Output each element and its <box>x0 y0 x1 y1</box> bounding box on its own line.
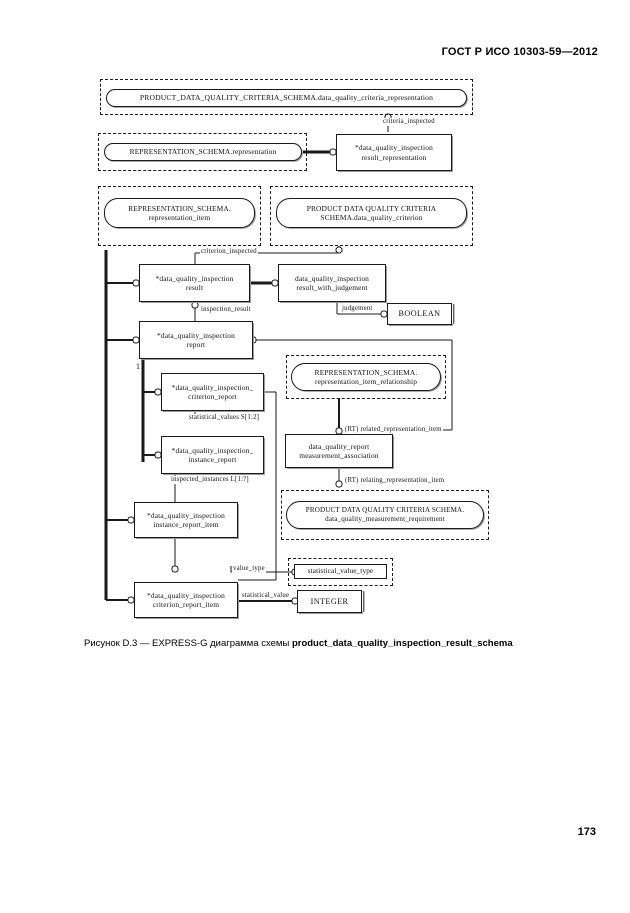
entity-label-line2: measurement_association <box>299 451 379 460</box>
pageref-frame-criteria-representation <box>100 79 473 115</box>
edge-label-criteria-inspected: criteria_inspected <box>382 118 436 126</box>
edge-label-related-representation-item: (RT) related_representation_item <box>344 426 443 434</box>
entity-label-line2: instance_report <box>188 455 237 464</box>
entity-label-line2: instance_report_item <box>153 520 219 529</box>
edge-label-relating-representation-item: (RT) relating_representation_item <box>344 477 446 485</box>
express-g-diagram: PRODUCT_DATA_QUALITY_CRITERIA_SCHEMA.dat… <box>98 79 489 618</box>
edge-label-inspected-instances: inspected_instances L[1:?] <box>170 476 250 484</box>
pageref-label-line1: PRODUCT DATA QUALITY CRITERIA <box>306 203 437 213</box>
pageref-representation-item-relationship: REPRESENTATION_SCHEMA. representation_it… <box>291 363 441 391</box>
entity-label-line2: criterion_report_item <box>152 600 220 609</box>
entity-dq-inspection-criterion-report: *data_quality_inspection_ criterion_repo… <box>161 373 264 411</box>
pageref-representation-schema-representation-item: REPRESENTATION_SCHEMA. representation_it… <box>104 198 255 228</box>
defined-type-statistical-value-type: statistical_value_type <box>294 564 387 579</box>
entity-dq-inspection-result-with-judgement: data_quality_inspection result_with_judg… <box>278 264 386 302</box>
entity-label-line1: *data_quality_inspection_ <box>171 382 254 392</box>
entity-label-line2: result <box>185 283 204 292</box>
entity-label-line1: data_quality_inspection <box>294 273 370 283</box>
pageref-label-line1: REPRESENTATION_SCHEMA. <box>314 367 418 377</box>
pageref-label-line2: representation_item_relationship <box>314 377 418 386</box>
edge-label-inspection-result: inspection_result <box>200 306 252 314</box>
entity-label-line1: *data_quality_inspection <box>155 273 234 283</box>
entity-dq-inspection-instance-report: *data_quality_inspection_ instance_repor… <box>161 436 264 474</box>
entity-dq-inspection-instance-report-item: *data_quality_inspection instance_report… <box>134 502 238 538</box>
pageref-pdqc-data-quality-criterion: PRODUCT DATA QUALITY CRITERIA SCHEMA.dat… <box>276 198 467 228</box>
entity-label-line2: result_with_judgement <box>296 283 368 292</box>
pageref-frame-representation-item-relationship <box>286 355 446 399</box>
pageref-label-line2: SCHEMA.data_quality_criterion <box>320 213 423 222</box>
edge-label-criterion-inspected: criterion_inspected <box>200 248 258 256</box>
entity-label-line2: report <box>186 340 206 349</box>
subtype-branch-number: 1 <box>136 362 140 371</box>
entity-dq-inspection-report: *data_quality_inspection report <box>139 321 253 359</box>
entity-label-line1: *data_quality_inspection <box>355 143 433 153</box>
simple-type-integer: INTEGER <box>297 590 362 613</box>
entity-dq-inspection-result-representation: *data_quality_inspection result_represen… <box>336 134 452 171</box>
simple-type-boolean: BOOLEAN <box>387 303 452 325</box>
edge-label-statistical-value: statistical_value <box>241 592 291 600</box>
pageref-label-line1: REPRESENTATION_SCHEMA. <box>128 203 231 213</box>
edge-label-judgement: judgement <box>341 305 374 313</box>
entity-dq-report-measurement-association: data_quality_report measurement_associat… <box>285 434 393 468</box>
pageref-label-line2: data_quality_measurement_requirement <box>325 515 445 523</box>
edge-label-statistical-values: statistical_values S[1:2] <box>188 414 261 422</box>
edge-label-value-type: value_type <box>232 565 266 573</box>
entity-label-line1: *data_quality_inspection_ <box>171 445 254 455</box>
pageref-frame-representation-item <box>98 186 261 246</box>
entity-label-line1: *data_quality_inspection <box>147 510 225 520</box>
pageref-frame-data-quality-criterion <box>270 186 473 246</box>
entity-dq-inspection-criterion-report-item: *data_quality_inspection criterion_repor… <box>134 582 238 618</box>
figure-caption-prefix: Рисунок D.3 — EXPRESS-G диаграмма схемы <box>84 638 292 649</box>
entity-label-line2: criterion_report <box>188 392 237 401</box>
pageref-pdqc-measurement-requirement: PRODUCT DATA QUALITY CRITERIA SCHEMA. da… <box>286 501 484 529</box>
pageref-pdqc-criteria-representation: PRODUCT_DATA_QUALITY_CRITERIA_SCHEMA.dat… <box>106 89 467 107</box>
figure-caption: Рисунок D.3 — EXPRESS-G диаграмма схемы … <box>84 637 554 650</box>
entity-label-line2: result_representation <box>361 152 427 162</box>
entity-label-line1: *data_quality_inspection <box>157 330 235 340</box>
defined-type-frame-statistical-value-type <box>288 558 393 586</box>
page-number: 173 <box>577 826 596 838</box>
figure-caption-schema: product_data_quality_inspection_result_s… <box>291 638 513 649</box>
entity-dq-inspection-result: *data_quality_inspection result <box>139 264 250 302</box>
pageref-label-line1: PRODUCT DATA QUALITY CRITERIA SCHEMA. <box>305 505 465 514</box>
pageref-frame-measurement-requirement <box>281 490 489 540</box>
pageref-frame-representation <box>98 133 307 171</box>
pageref-representation-schema-representation: REPRESENTATION_SCHEMA.representation <box>104 143 302 161</box>
document-standard-header: ГОСТ Р ИСО 10303-59—2012 <box>441 46 598 58</box>
entity-label-line1: *data_quality_inspection <box>147 590 225 600</box>
pageref-label-line2: representation_item <box>148 213 211 222</box>
entity-label-line1: data_quality_report <box>308 441 370 451</box>
